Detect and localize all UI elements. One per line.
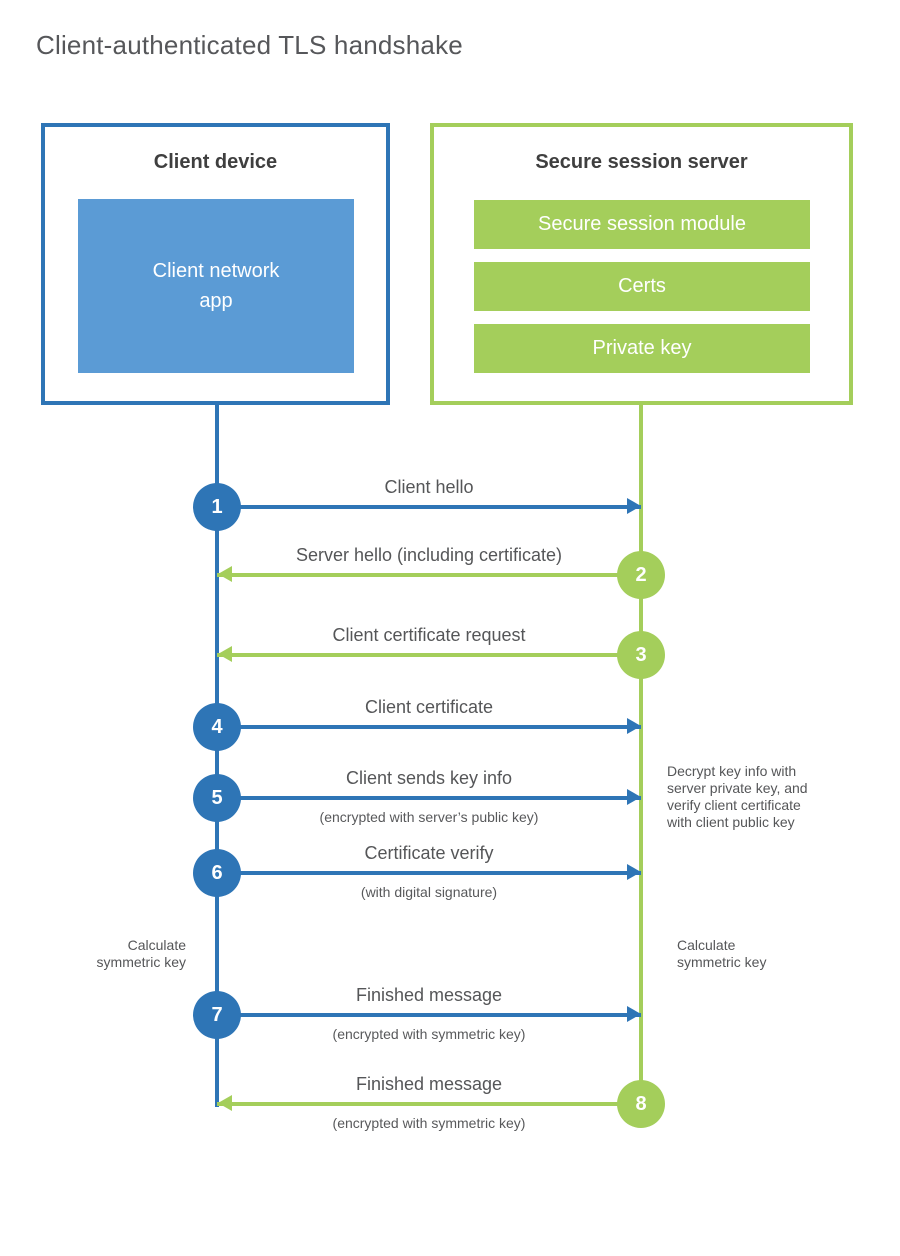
step-number-badge: 3 [617, 631, 665, 679]
message-sublabel: (encrypted with symmetric key) [332, 1026, 526, 1042]
secure-session-server-box: Secure session server Secure session mod… [430, 123, 853, 405]
arrow-line [217, 1102, 641, 1106]
arrow-right-icon [627, 789, 641, 805]
calculate-symmetric-key-note-server: Calculate symmetric key [677, 937, 767, 970]
message-label: Certificate verify [364, 843, 494, 863]
message-sublabel: (encrypted with server’s public key) [319, 809, 539, 825]
secure-session-server-title: Secure session server [535, 151, 748, 173]
arrow-right-icon [627, 864, 641, 880]
calculate-symmetric-key-note-client: Calculate symmetric key [96, 937, 186, 970]
message-label: Client certificate [364, 697, 494, 717]
step-number-badge: 6 [193, 849, 241, 897]
arrow-right-icon [627, 1006, 641, 1022]
decrypt-key-note: Decrypt key info with server private key… [667, 763, 808, 830]
message-label: Finished message [355, 985, 503, 1005]
step-number-badge: 1 [193, 483, 241, 531]
client-device-title: Client device [153, 151, 278, 173]
arrow-right-icon [627, 718, 641, 734]
arrow-line [217, 725, 641, 729]
step-number-badge: 7 [193, 991, 241, 1039]
message-label: Client sends key info [345, 768, 513, 788]
server-lifeline [639, 405, 643, 1105]
server-module-secure-session-module: Secure session module [474, 200, 810, 249]
arrow-line [217, 505, 641, 509]
arrow-line [217, 573, 641, 577]
arrow-line [217, 796, 641, 800]
message-label: Client certificate request [332, 625, 526, 645]
step-number-badge: 2 [617, 551, 665, 599]
message-sublabel: (with digital signature) [360, 884, 498, 900]
arrow-left-icon [218, 566, 232, 582]
client-network-app-box: Client network app [78, 199, 354, 373]
message-sublabel: (encrypted with symmetric key) [332, 1115, 526, 1131]
client-lifeline [215, 405, 219, 1107]
server-module-certs: Certs [474, 262, 810, 311]
arrow-left-icon [218, 646, 232, 662]
step-number-badge: 4 [193, 703, 241, 751]
client-device-box: Client device Client network app [41, 123, 390, 405]
step-number-badge: 8 [617, 1080, 665, 1128]
arrow-line [217, 871, 641, 875]
arrow-line [217, 1013, 641, 1017]
arrow-left-icon [218, 1095, 232, 1111]
arrow-right-icon [627, 498, 641, 514]
message-label: Server hello (including certificate) [295, 545, 563, 565]
arrow-line [217, 653, 641, 657]
step-number-badge: 5 [193, 774, 241, 822]
server-module-private-key: Private key [474, 324, 810, 373]
message-label: Finished message [355, 1074, 503, 1094]
page-title: Client-authenticated TLS handshake [36, 30, 463, 60]
message-label: Client hello [384, 477, 474, 497]
